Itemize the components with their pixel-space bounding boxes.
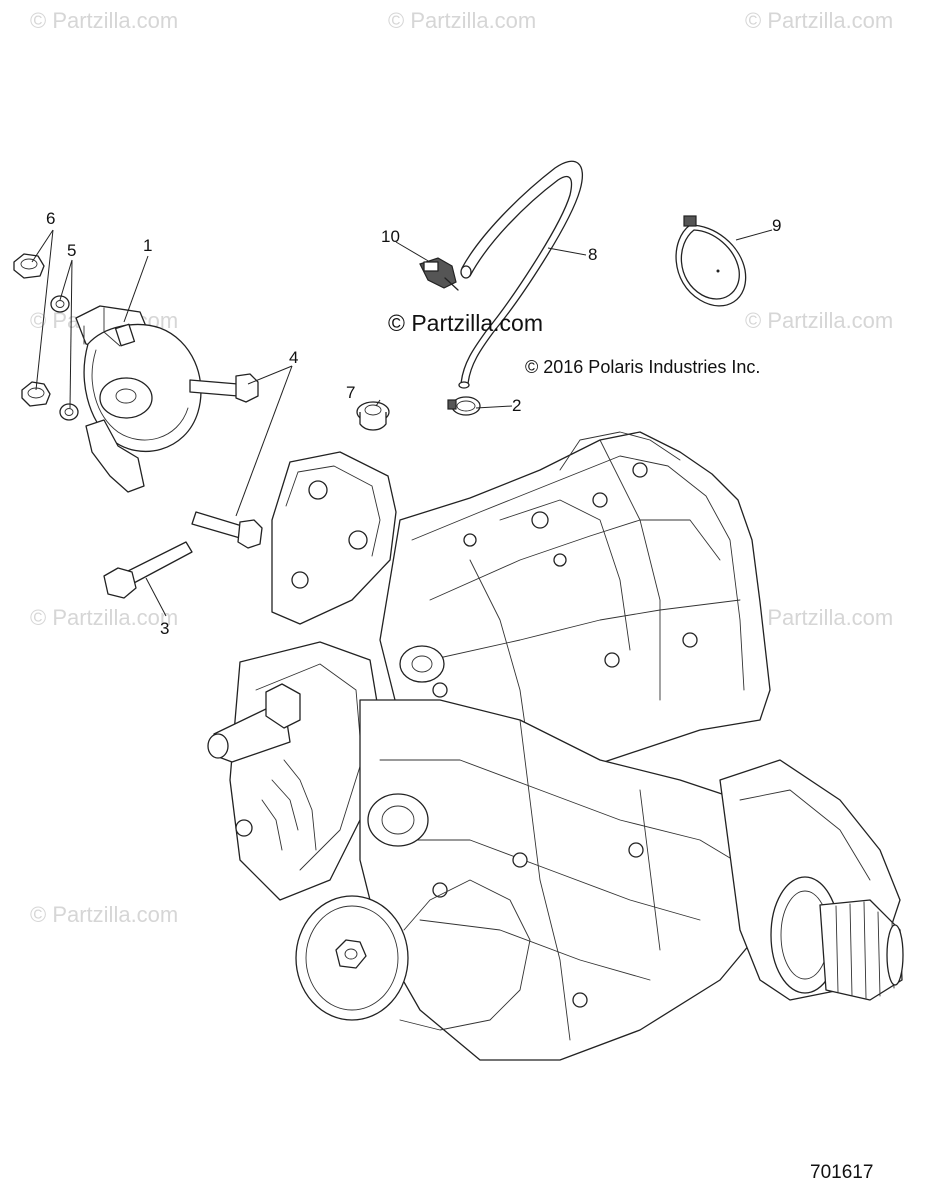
- callout-6: 6: [46, 209, 56, 228]
- leader-lines: [31, 229, 773, 617]
- bushing-drawing: [356, 401, 390, 431]
- callout-9: 9: [772, 216, 782, 235]
- callout-8: 8: [588, 245, 598, 264]
- hose-clamp-drawing: [447, 396, 481, 416]
- callout-5: 5: [67, 241, 77, 260]
- callout-4: 4: [289, 348, 299, 367]
- watermark: © Partzilla.com: [745, 308, 894, 333]
- clip-drawing: [419, 257, 459, 291]
- actuator-drawing: [75, 305, 202, 493]
- callout-10: 10: [381, 227, 400, 246]
- watermark: © Partzilla.com: [388, 8, 537, 33]
- copyright-notice: © 2016 Polaris Industries Inc.: [525, 357, 761, 377]
- watermark: © Partzilla.com: [30, 605, 179, 630]
- washer-drawing: [50, 295, 79, 421]
- watermark: © Partzilla.com: [30, 902, 179, 927]
- callout-1: 1: [143, 236, 153, 255]
- figure-number: 701617: [810, 1162, 874, 1183]
- callout-7: 7: [346, 383, 356, 402]
- cable-tie-drawing: [675, 215, 747, 307]
- bolt-drawing: [103, 373, 263, 599]
- watermark: © Partzilla.com: [30, 8, 179, 33]
- callout-3: 3: [160, 619, 170, 638]
- watermark: © Partzilla.com: [745, 8, 894, 33]
- nut-drawing: [13, 253, 51, 407]
- watermark: © Partzilla.com: [745, 605, 894, 630]
- hose-drawing: [458, 160, 584, 389]
- transmission-drawing: [207, 431, 904, 1061]
- callout-2: 2: [512, 396, 522, 415]
- site-brand: © Partzilla.com: [388, 310, 543, 336]
